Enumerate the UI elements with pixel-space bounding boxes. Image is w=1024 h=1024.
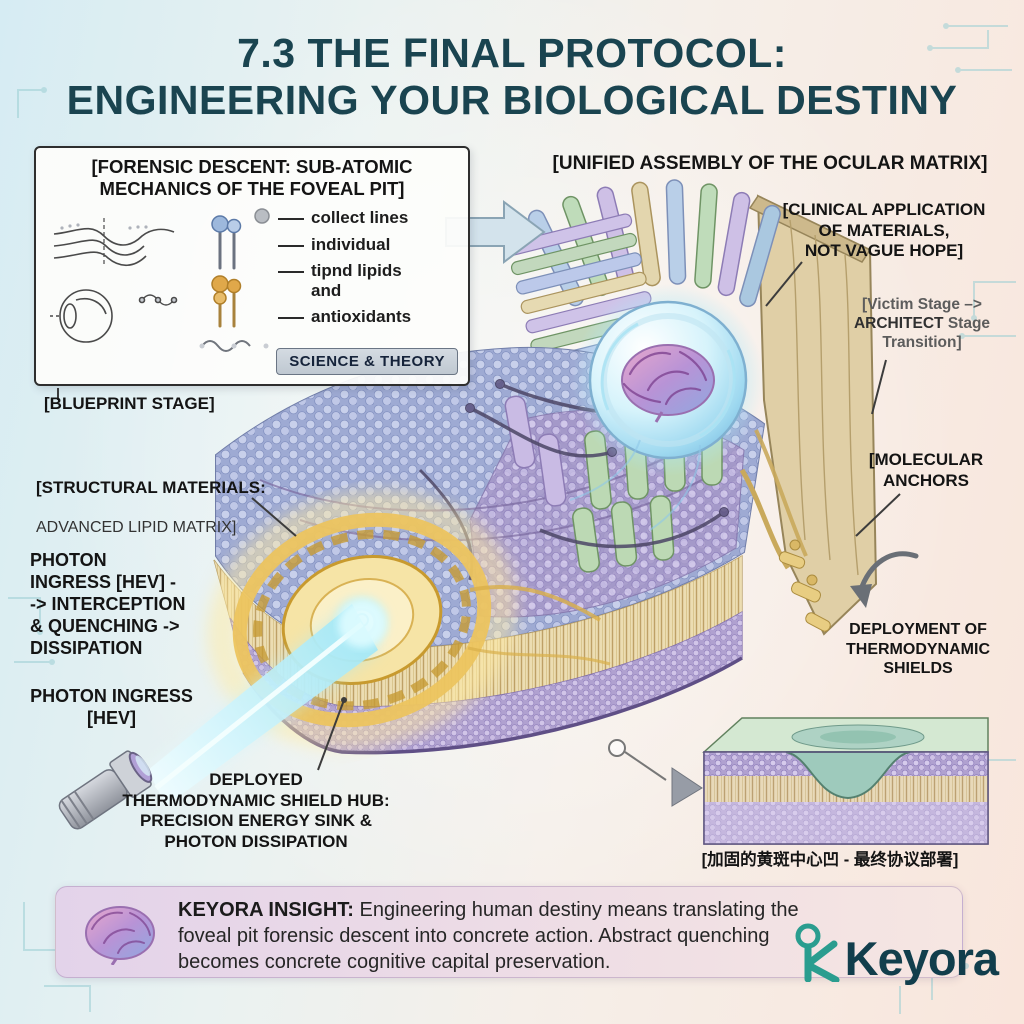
legend-item: individual xyxy=(278,235,460,255)
forensic-descent-panel: [FORENSIC DESCENT: SUB-ATOMIC MECHANICS … xyxy=(34,146,470,386)
inset-pointer xyxy=(608,739,703,807)
stacked-membrane-sheets xyxy=(506,213,667,392)
title-line-1: 7.3 THE FINAL PROTOCOL: xyxy=(237,30,787,76)
legend-label: collect lines xyxy=(311,208,409,227)
legend-dash xyxy=(278,271,304,274)
foveal-pit-sketch-icon xyxy=(50,218,178,343)
photon-ingress-label: PHOTON INGRESS [HEV] xyxy=(30,686,193,728)
upper-pillar-fan xyxy=(527,179,781,308)
legend-item: tipnd lipids and xyxy=(278,261,460,300)
deployment-curved-arrow xyxy=(850,551,919,608)
molecular-anchor-columns xyxy=(504,395,723,573)
lipid-membrane-slab xyxy=(213,346,766,755)
photon-path-label: PHOTON INGRESS [HEV] - -> INTERCEPTION &… xyxy=(30,550,186,658)
insight-text: KEYORA INSIGHT: Engineering human destin… xyxy=(178,897,826,975)
forensic-panel-title: [FORENSIC DESCENT: SUB-ATOMIC MECHANICS … xyxy=(91,156,413,199)
victim-label-bold: ARCHITECT xyxy=(853,314,944,332)
legend-label: antioxidants xyxy=(311,307,412,327)
victim-label-post: Stage Transition] xyxy=(882,314,991,351)
insight-lead: KEYORA INSIGHT: xyxy=(178,899,354,921)
legend-dash xyxy=(278,218,304,220)
blueprint-stage-label: [BLUEPRINT STAGE] xyxy=(44,394,215,413)
victim-architect-label: [Victim Stage –> ARCHITECT Stage Transit… xyxy=(846,296,998,353)
brain-orb xyxy=(569,284,764,531)
legend-label: tipnd lipids and xyxy=(311,261,402,300)
page-title: 7.3 THE FINAL PROTOCOL: ENGINEERING YOUR… xyxy=(0,30,1024,123)
molecular-anchors-label: [MOLECULAR ANCHORS xyxy=(868,450,984,490)
structural-materials-label: [STRUCTURAL MATERIALS: ADVANCED LIPID MA… xyxy=(36,458,286,557)
clinical-application-label: [CLINICAL APPLICATION OF MATERIALS, NOT … xyxy=(782,200,986,261)
science-theory-badge: SCIENCE & THEORY xyxy=(276,348,458,375)
shield-hub-label: DEPLOYED THERMODYNAMIC SHIELD HUB: PRECI… xyxy=(122,770,390,852)
signal-tubes xyxy=(418,379,729,581)
insight-body: Engineering human destiny means translat… xyxy=(178,899,799,973)
keyora-logo-icon xyxy=(795,923,840,982)
inset-fovea-diagram xyxy=(702,717,989,845)
victim-label-pre: [Victim Stage –> xyxy=(862,296,982,313)
title-line-2: ENGINEERING YOUR BIOLOGICAL DESTINY xyxy=(66,76,958,123)
lipid-molecule-icons xyxy=(199,208,270,352)
legend-item: antioxidants xyxy=(278,307,460,327)
deployment-shields-label: DEPLOYMENT OF THERMODYNAMIC SHIELDS xyxy=(846,621,990,678)
thermo-conduits xyxy=(739,429,831,632)
brain-icon xyxy=(85,906,155,965)
forensic-panel-body: collect lines individual tipnd lipids an… xyxy=(46,204,460,378)
structural-label-line2: ADVANCED LIPID MATRIX] xyxy=(36,518,237,536)
legend-dash xyxy=(278,244,304,247)
legend-item: collect lines xyxy=(278,208,460,228)
forensic-legend: collect lines individual tipnd lipids an… xyxy=(278,204,460,378)
keyora-logo: Keyora xyxy=(791,922,999,985)
legend-dash xyxy=(278,317,304,320)
unified-assembly-label: [UNIFIED ASSEMBLY OF THE OCULAR MATRIX] xyxy=(552,153,988,174)
keyora-wordmark: Keyora xyxy=(844,932,999,985)
structural-label-line1: [STRUCTURAL MATERIALS: xyxy=(36,477,266,497)
chinese-caption-label: [加固的黄斑中心凹 - 最终协议部署] xyxy=(701,851,959,869)
legend-label: individual xyxy=(311,234,391,254)
